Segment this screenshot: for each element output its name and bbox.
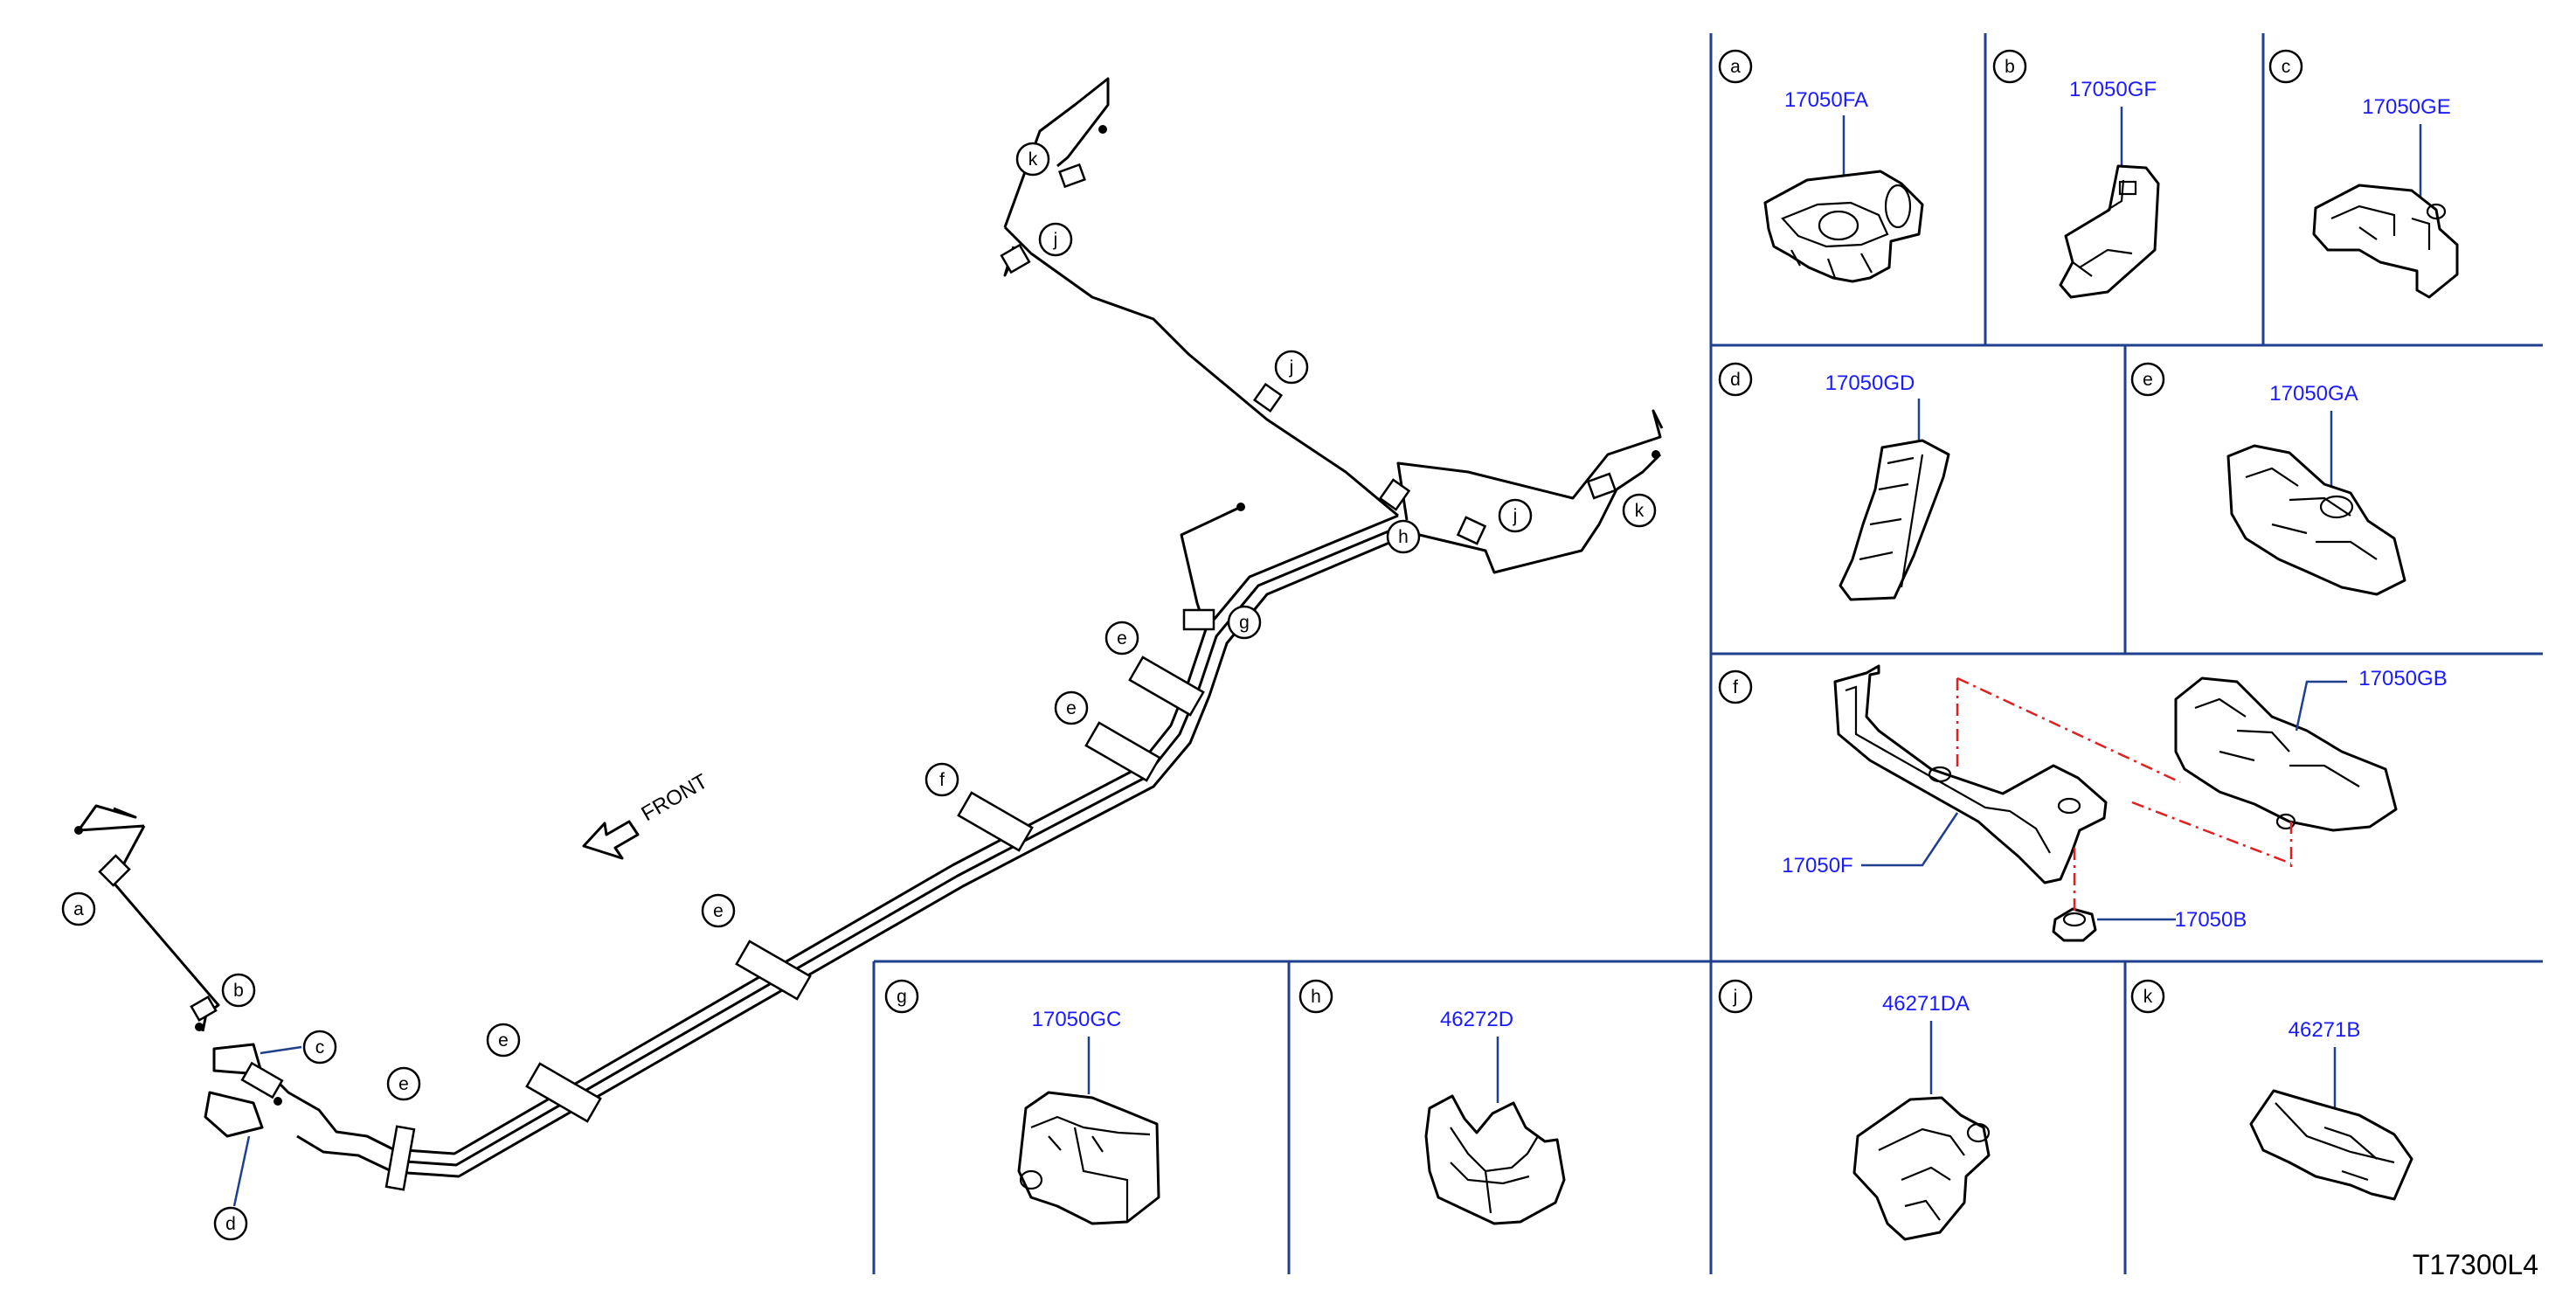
svg-text:b: b [2005,57,2015,77]
svg-text:b: b [233,981,244,1001]
part-number-17050B: 17050B [2175,908,2247,932]
svg-text:e: e [2143,370,2153,390]
part-number: 46271B [2289,1018,2361,1042]
callout-e: e [486,1023,521,1058]
callout-a: a [61,891,96,926]
panel-f: f 17050GB 17050F 17050B [1718,664,2448,942]
route-clamps [98,163,1617,1191]
svg-text:d: d [1730,370,1741,390]
callout-k: k [1622,493,1657,528]
part-number: 17050GF [2069,78,2157,101]
svg-text:h: h [1398,527,1409,547]
svg-text:k: k [1635,501,1645,521]
panel-g: g 17050GC [884,979,1160,1225]
diagram-code: T17300L4 [2413,1249,2538,1280]
panel-letter: a [1730,57,1741,77]
callout-g: g [1227,605,1262,640]
part-number: 17050FA [1784,88,1868,112]
fuel-brake-tube-assembly [74,77,1664,1178]
callout-k: k [1015,142,1050,177]
front-arrow: FRONT [582,769,712,860]
panel-grid [872,33,2543,1274]
part-number: 17050GE [2362,95,2450,119]
part-number: 17050GA [2269,382,2358,406]
clip-17050GD-drawing [1839,439,1950,601]
callout-c: c [302,1030,337,1065]
clip-17050FA-drawing [1763,170,1924,283]
clip-17050GA-drawing [2226,444,2406,596]
svg-text:h: h [1311,987,1321,1007]
callout-b: b [221,973,256,1008]
svg-text:j: j [1733,987,1738,1007]
clip-17050GE-drawing [2312,184,2459,299]
assembly-guide-lines [1956,676,2293,911]
panel-a: a 17050FA [1718,49,1924,283]
clip-17050GC-drawing [1017,1091,1160,1225]
callout-e: e [1104,621,1139,655]
svg-text:k: k [2143,987,2153,1007]
panel-h: h 46272D [1298,979,1566,1225]
part-number-17050F: 17050F [1782,854,1852,877]
front-label: FRONT [638,769,712,826]
callout-f: f [924,762,959,797]
panel-j: j 46271DA [1718,979,1991,1241]
clip-17050GB-drawing [2174,676,2398,832]
svg-text:f: f [939,770,945,790]
part-number: 17050GC [1032,1008,1122,1031]
panel-b: b 17050GF [1992,49,2160,299]
callout-j: j [1274,350,1309,385]
part-number: 17050GD [1825,371,1915,395]
clip-46271DA-drawing [1852,1096,1991,1241]
clip-46272D-drawing [1424,1094,1566,1225]
part-number: 46271DA [1882,992,1970,1016]
svg-text:f: f [1733,677,1738,697]
part-number-17050GB: 17050GB [2358,667,2447,690]
svg-text:g: g [897,987,907,1007]
panel-d: d 17050GD [1718,362,1950,601]
svg-text:e: e [1066,698,1077,718]
svg-text:j: j [1289,357,1294,378]
callout-j: j [1038,222,1073,257]
svg-text:g: g [1239,613,1250,633]
svg-text:e: e [498,1030,509,1051]
callout-h: h [1386,519,1421,554]
main-callouts: a b c d e e e f e e g h j j j k k [61,142,1657,1241]
bracket-17050F-drawing [1833,664,2108,884]
nut-17050B-drawing [2052,907,2097,942]
svg-text:d: d [225,1214,236,1234]
svg-text:c: c [315,1037,325,1058]
panel-c: c 17050GE [2268,49,2459,299]
svg-text:j: j [1513,506,1518,526]
svg-text:e: e [398,1074,409,1094]
svg-text:k: k [1028,149,1038,170]
svg-text:j: j [1053,230,1058,250]
callout-e: e [1054,690,1089,725]
callout-j: j [1498,498,1533,533]
callout-e: e [701,893,736,928]
clip-46271B-drawing [2249,1089,2413,1201]
svg-text:a: a [73,899,84,919]
svg-text:e: e [1117,628,1127,648]
clip-17050GF-drawing [2059,164,2160,299]
route-leaders [232,1045,302,1207]
part-number: 46272D [1440,1008,1513,1031]
panel-k: k 46271B [2130,979,2413,1201]
callout-e: e [386,1066,421,1101]
svg-text:e: e [713,901,724,921]
panel-e: e 17050GA [2130,362,2406,596]
callout-d: d [213,1206,248,1241]
svg-text:c: c [2282,57,2291,77]
